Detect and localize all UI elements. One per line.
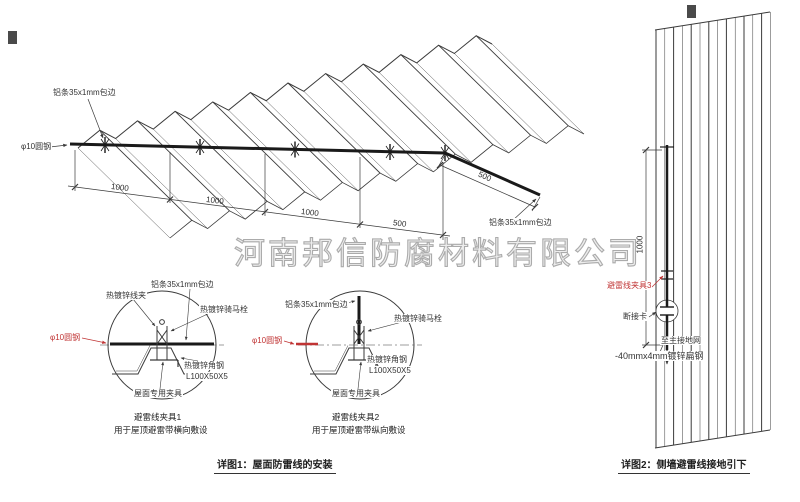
d1-subtitle: 用于屋顶避雷带横向敷设	[114, 425, 208, 435]
wall-flat-steel-label: -40mmx4mm镀锌扁钢	[614, 351, 705, 362]
leader-round-steel-red	[283, 340, 295, 345]
corner-marks	[8, 5, 696, 44]
d1-saddle-bolt-label: 热镀锌骑马栓	[199, 305, 249, 315]
wall-clamp3-label: 避雷线夹具3	[606, 281, 653, 291]
leader-round-steel-red	[81, 337, 107, 344]
roof-dimension-lines	[67, 150, 451, 240]
d2-subtitle: 用于屋顶避雷带纵向敷设	[312, 425, 406, 435]
wall-corrugated-sheet	[655, 11, 771, 448]
wall-to-ground-label: 至主接地网	[660, 336, 702, 346]
clamp-assembly-1	[150, 319, 179, 367]
wall-top-edge	[654, 11, 771, 31]
roof-dimension-ticks	[71, 183, 447, 239]
wall-dim-1000: 1000	[635, 235, 645, 254]
d1-wire-clip-label: 热镀锌线夹	[105, 291, 147, 301]
d2-strip-label: 铝条35x1mm包边	[284, 300, 349, 310]
wall-disconnect-label: 断接卡	[622, 312, 648, 322]
leader-round-steel	[49, 143, 68, 148]
d2-title: 避雷线夹具2	[332, 412, 380, 422]
d2-roof-clamp-label: 屋面专用夹具	[331, 389, 381, 399]
d1-angle-size-label: L100X50X5	[185, 372, 229, 382]
slope-dimension-ticks	[436, 161, 539, 211]
strip-label-top: 铝条35x1mm包边	[52, 88, 117, 98]
d1-angle-steel-label: 热镀锌角钢	[183, 361, 225, 371]
wall-elevation	[642, 11, 771, 449]
stamp-mark-top-right	[687, 5, 696, 18]
leader-strip-top	[87, 98, 104, 139]
leader-strip-end	[511, 198, 537, 222]
detail-circle-1	[81, 288, 224, 400]
d2-angle-steel-label: 热镀锌角钢	[366, 355, 408, 365]
dim-500: 500	[392, 218, 407, 229]
d1-roof-clamp-label: 屋面专用夹具	[133, 389, 183, 399]
stamp-mark-top-left	[8, 31, 17, 44]
roof-corrugated-sheet	[77, 35, 585, 239]
strip-label-end: 铝条35x1mm包边	[488, 218, 553, 228]
d1-strip-label: 铝条35x1mm包边	[150, 280, 215, 290]
roof-isometric-view	[49, 35, 585, 240]
round-steel-label-main: φ10圆钢	[20, 142, 53, 152]
caption-detail-2: 详图2：侧墙避雷线接地引下	[618, 456, 750, 474]
conductor-clamp-symbols	[100, 137, 450, 161]
company-watermark: 河南邦信防腐材料有限公司	[233, 235, 642, 271]
d1-title: 避雷线夹具1	[134, 412, 182, 422]
detail-1-leaders	[132, 288, 213, 390]
d2-round-steel-label: φ10圆钢	[251, 336, 284, 346]
d1-round-steel-label: φ10圆钢	[49, 333, 82, 343]
caption-detail-1: 详图1：屋面防雷线的安装	[214, 456, 336, 474]
d2-angle-size-label: L100X50X5	[368, 366, 412, 376]
wall-bottom-edge	[654, 429, 771, 449]
d2-saddle-bolt-label: 热镀锌骑马栓	[393, 314, 443, 324]
